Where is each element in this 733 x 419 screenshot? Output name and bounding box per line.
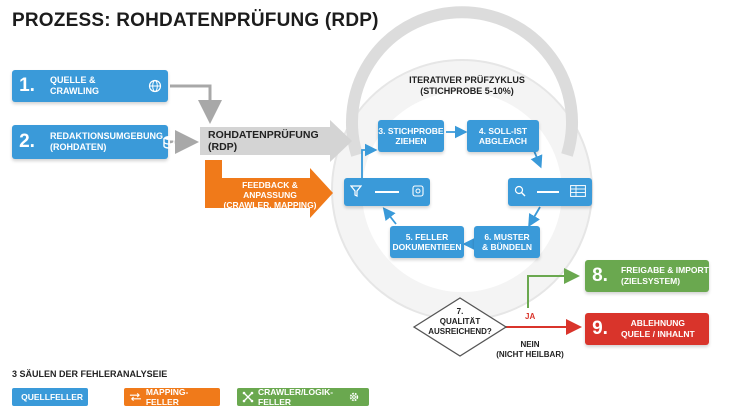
result-8-approval[interactable]: 8. FREIGABE & IMPORT(ZIELSYSTEM) xyxy=(585,260,709,292)
filter-box[interactable] xyxy=(344,178,430,206)
table-icon xyxy=(570,185,587,199)
feedback-arrow xyxy=(205,160,333,218)
filter-icon xyxy=(350,185,363,199)
arrows-icon xyxy=(129,392,141,402)
cycle-ring-arc xyxy=(346,6,578,157)
decision-diamond xyxy=(412,297,508,357)
legend-item-source-error: QUELLFELLER xyxy=(12,388,88,406)
arrow-filter-3 xyxy=(361,143,378,178)
arrow-decision-yes xyxy=(527,268,580,308)
result-8-number: 8. xyxy=(592,265,608,286)
cycle-step-6[interactable]: 6. MUSTER& BÜNDELN xyxy=(474,226,540,258)
arrow-5-filter xyxy=(382,207,397,225)
legend-label: QUELLFELLER xyxy=(21,392,83,402)
legend-label: CRAWLER/LOGIK-FELLER xyxy=(258,387,334,407)
step-1-source-crawling[interactable]: 1. QUELLE & CRAWLING xyxy=(12,70,168,102)
database-icon xyxy=(163,135,175,149)
cycle-title: ITERATIVER PRÜFZYKLUS (STICHPROBE 5-10%) xyxy=(409,75,525,96)
legend-heading: 3 SÄULEN DER FEHLERANALYSEIE xyxy=(12,369,168,379)
legend-label: MAPPING-FELLER xyxy=(145,387,189,407)
report-box[interactable] xyxy=(508,178,592,206)
decision-no-label: NEIN (NICHT HEILBAR) xyxy=(496,340,564,359)
step-2-label: REDAKTIONSUMGEBUNG(ROHDATEN) xyxy=(50,131,164,152)
connector-1-rdp xyxy=(170,84,222,124)
gear-icon xyxy=(349,392,359,402)
feedback-label: FEEDBACK & ANPASSUNG (CRAWLER, MAPPING) xyxy=(223,180,317,210)
legend-item-mapping-error: MAPPING-FELLER xyxy=(124,387,220,407)
filter-line-icon xyxy=(374,187,399,197)
legend-item-crawler-error: CRAWLER/LOGIK-FELLER xyxy=(237,387,369,407)
step-1-number: 1. xyxy=(19,75,35,96)
page-title: PROZESS: ROHDATENPRÜFUNG (RDP) xyxy=(12,10,379,31)
crawler-icon xyxy=(242,391,254,403)
arrow-report-6 xyxy=(528,206,541,228)
step-2-editorial-environment[interactable]: 2. REDAKTIONSUMGEBUNG(ROHDATEN) xyxy=(12,125,175,159)
result-9-number: 9. xyxy=(592,318,608,339)
decision-yes-label: JA xyxy=(525,312,536,321)
search-icon xyxy=(514,185,526,199)
step-1-label: QUELLE & CRAWLING xyxy=(50,75,99,96)
result-8-label: FREIGABE & IMPORT(ZIELSYSTEM) xyxy=(621,265,709,286)
step-2-number: 2. xyxy=(19,131,35,152)
refresh-icon xyxy=(412,185,424,199)
rdp-box[interactable]: ROHDATENPRÜFUNG (RDP) xyxy=(200,127,330,155)
decision-label: 7. QUALITÄT AUSREICHEND? xyxy=(428,307,492,336)
globe-icon xyxy=(142,79,168,93)
report-line-icon xyxy=(536,187,559,197)
rdp-arrow-head xyxy=(330,120,352,162)
